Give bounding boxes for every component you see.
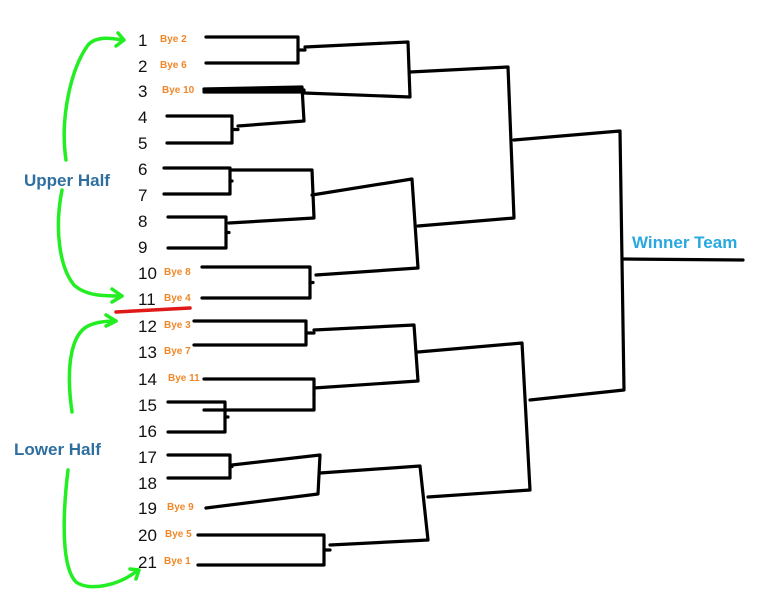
r3-upper [408,65,516,228]
bye-label: Bye 3 [164,320,191,331]
match-3-45 [202,85,306,128]
bye-label: Bye 9 [167,502,194,513]
bye-label: Bye 5 [165,529,192,540]
bye-label: Bye 7 [164,346,191,357]
match-1-2 [204,35,300,65]
upper-half-arrowhead-top [114,31,126,48]
team-number: 2 [138,57,148,76]
team-number: 18 [138,474,157,493]
team-number: 4 [138,108,148,127]
team-number: 21 [138,553,157,572]
bye-label: Bye 8 [164,267,191,278]
team-number: 8 [138,212,148,231]
bye-label: Bye 4 [164,293,191,304]
match-8-9 [166,215,228,250]
r2-d [318,464,430,547]
match-12-13 [192,319,308,347]
upper-half-arrow-top [62,36,124,162]
winner-team-label: Winner Team [632,233,738,252]
bye-label: Bye 6 [160,60,187,71]
match-4-5 [165,114,234,145]
lower-half-label: Lower Half [14,440,101,459]
winner-line [622,257,745,262]
upper-lower-divider [114,306,192,314]
match-6-7 [162,166,232,196]
upper-half-label: Upper Half [24,171,110,190]
bye-label: Bye 2 [160,34,187,45]
team-number: 20 [138,526,157,545]
team-number: 9 [138,238,148,257]
r3-lower [416,341,532,499]
lower-half-arrowhead-bottom [128,567,141,581]
match-14-1516 [202,377,316,412]
team-number: 17 [138,448,157,467]
upper-half-arrow-bottom [56,188,124,298]
r2-a [302,40,412,99]
team-number: 11 [138,290,156,309]
team-number: 10 [138,264,157,283]
lower-half-arrowhead-top [104,313,118,328]
team-number: 15 [138,396,157,415]
r2-b [310,177,420,277]
match-17-18 [166,453,232,480]
team-number: 14 [138,370,157,389]
upper-half-arrowhead-bottom [110,287,124,304]
semi [512,129,626,402]
bye-label: Bye 10 [162,85,195,96]
team-number: 16 [138,422,157,441]
bye-label: Bye 1 [164,556,191,567]
lower-half-arrow-bottom [62,468,140,589]
team-number: 12 [138,317,157,336]
match-10-11 [200,265,312,300]
match-1718-19 [204,453,322,510]
team-number: 3 [138,82,148,101]
bye-label: Bye 11 [168,373,200,384]
match-67-89 [227,168,316,225]
team-number: 19 [138,499,157,518]
match-15-16 [166,400,227,434]
r2-c [312,323,420,390]
match-20-21 [196,533,326,567]
team-number: 13 [138,343,157,362]
team-number: 7 [138,186,148,205]
team-number: 6 [138,160,148,179]
team-number: 1 [138,31,148,50]
match-3-stub [202,88,306,94]
team-number: 5 [138,134,148,153]
lower-half-arrow-top [67,319,118,414]
